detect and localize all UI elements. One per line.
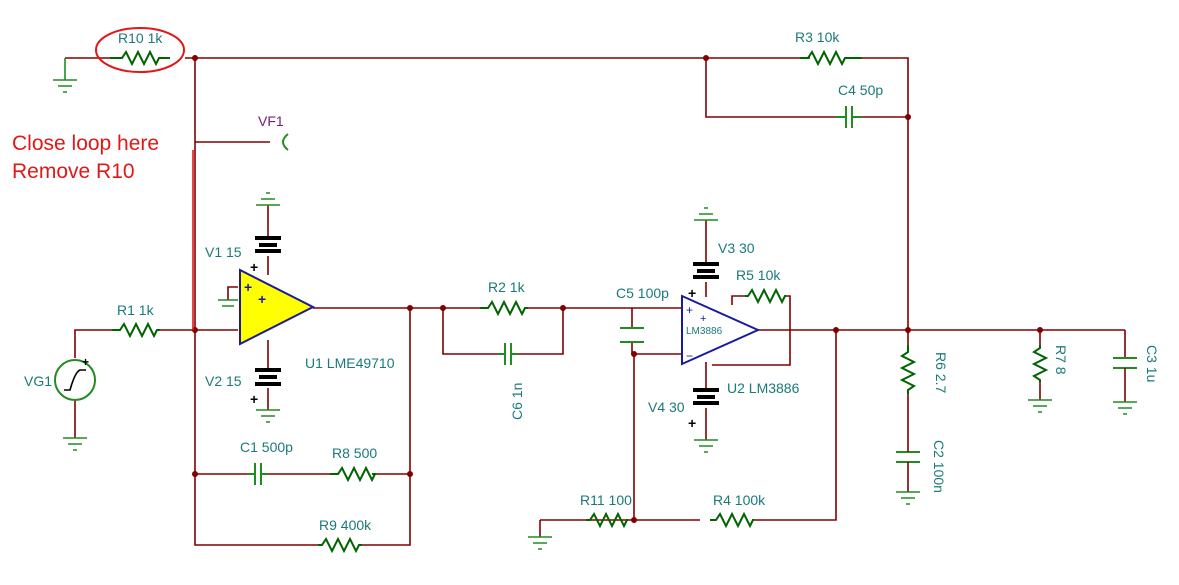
resistor-r2[interactable]	[480, 299, 528, 317]
svg-text:+: +	[258, 291, 266, 307]
label-v3: V3 30	[718, 240, 755, 256]
label-c2: C2 100n	[931, 440, 947, 493]
battery-v1[interactable]: +	[250, 236, 281, 275]
u2-chip-label: LM3886	[686, 326, 723, 337]
label-v1: V1 15	[205, 244, 242, 260]
ground-icon	[528, 536, 552, 550]
label-c4: C4 50p	[838, 82, 883, 98]
label-r4: R4 100k	[713, 492, 766, 508]
signal-source-vg1[interactable]: +	[54, 355, 96, 401]
label-v2: V2 15	[205, 373, 242, 389]
label-c3: C3 1u	[1144, 345, 1160, 382]
annotation-note: Close loop here Remove R10	[12, 132, 194, 330]
label-c6: C6 1n	[509, 383, 525, 420]
ground-icon	[1113, 401, 1137, 415]
highlight-circle	[95, 27, 185, 73]
label-r1: R1 1k	[117, 302, 155, 318]
capacitor-c1[interactable]	[248, 463, 268, 485]
svg-text:−: −	[686, 349, 693, 363]
resistor-r3[interactable]	[800, 49, 862, 67]
label-vg1: VG1	[24, 373, 52, 389]
opamp-u2[interactable]: + + − LM3886	[681, 294, 761, 366]
resistor-r4[interactable]	[710, 511, 755, 529]
component-labels: R10 1k R3 10k C4 50p R1 1k VG1 V1 15 V2 …	[24, 29, 1160, 533]
capacitor-c3[interactable]	[1113, 357, 1137, 375]
resistor-r10[interactable]	[95, 27, 185, 73]
label-r10: R10 1k	[118, 30, 163, 46]
label-r7: R7 8	[1053, 345, 1069, 375]
svg-text:+: +	[700, 313, 706, 325]
ground-icon	[1028, 399, 1052, 413]
capacitor-c4[interactable]	[835, 106, 862, 128]
capacitor-c2[interactable]	[896, 445, 920, 470]
label-r11: R11 100	[580, 492, 632, 508]
probe-vf1[interactable]	[282, 133, 289, 151]
ground-icon	[694, 439, 718, 453]
label-r2: R2 1k	[488, 279, 526, 295]
battery-v3[interactable]: +	[688, 262, 719, 301]
svg-text:+: +	[686, 303, 693, 317]
annotation-line-1: Close loop here	[12, 132, 159, 155]
resistor-r5[interactable]	[745, 287, 786, 305]
resistor-r9[interactable]	[318, 536, 362, 554]
svg-text:+: +	[82, 355, 89, 369]
battery-v2[interactable]: +	[250, 368, 281, 407]
wires	[65, 57, 1126, 546]
label-c1: C1 500p	[240, 439, 293, 455]
label-r6: R6 2.7	[933, 352, 949, 393]
ground-icon	[63, 437, 87, 451]
ground-icon	[256, 409, 280, 423]
capacitor-c5[interactable]	[620, 327, 644, 343]
resistor-r7[interactable]	[1031, 345, 1049, 382]
svg-text:+: +	[250, 259, 258, 275]
resistor-r8[interactable]	[330, 465, 377, 483]
ground-icon	[53, 58, 77, 93]
label-r3: R3 10k	[795, 29, 840, 45]
resistor-r11[interactable]	[586, 511, 628, 529]
junctions	[192, 55, 1043, 523]
label-r9: R9 400k	[319, 517, 372, 533]
ground-icon	[896, 491, 920, 505]
label-r8: R8 500	[332, 445, 377, 461]
svg-text:+: +	[250, 391, 258, 407]
ground-icon	[256, 192, 280, 206]
label-r5: R5 10k	[736, 267, 781, 283]
battery-v4[interactable]: +	[688, 388, 719, 431]
label-v4: V4 30	[648, 399, 685, 415]
svg-text:+: +	[244, 279, 252, 295]
svg-text:+: +	[688, 415, 696, 431]
resistor-r1[interactable]	[112, 321, 160, 339]
ground-icons	[53, 58, 1137, 550]
probe-label-vf1: VF1	[258, 113, 284, 129]
ground-icon	[218, 299, 238, 307]
ground-icon	[694, 207, 718, 221]
label-u1: U1 LME49710	[305, 355, 395, 371]
svg-text:+: +	[688, 285, 696, 301]
label-u2: U2 LM3886	[727, 380, 800, 396]
annotation-line-2: Remove R10	[12, 160, 135, 183]
opamp-u1[interactable]: + +	[239, 268, 316, 346]
label-c5: C5 100p	[616, 285, 669, 301]
resistor-r6[interactable]	[899, 345, 917, 394]
capacitor-c6[interactable]	[498, 343, 518, 365]
